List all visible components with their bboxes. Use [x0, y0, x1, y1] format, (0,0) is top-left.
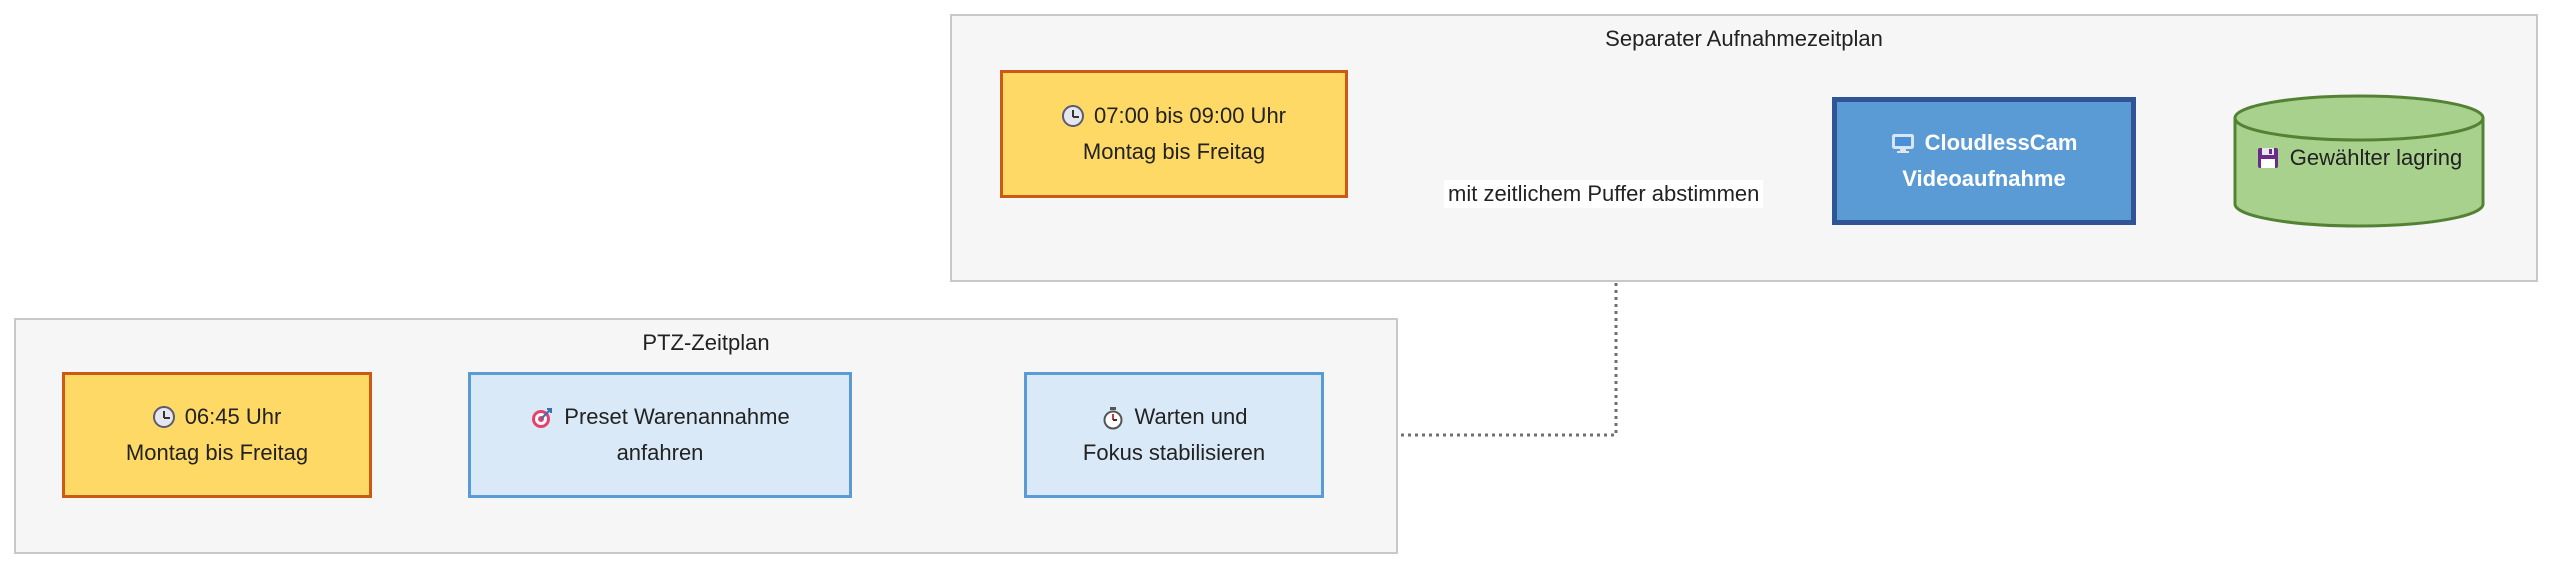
node-ptz-time-trigger[interactable]: 06:45 Uhr Montag bis Freitag	[62, 372, 372, 498]
node-text: 06:45 Uhr	[184, 404, 282, 429]
node-text: Videoaufnahme	[1902, 166, 2066, 191]
edge-label-sync-buffer: mit zeitlichem Puffer abstimmen	[1444, 180, 1764, 208]
node-text: Montag bis Freitag	[125, 440, 309, 465]
node-selected-storage[interactable]: Gewählter lagring	[2232, 92, 2486, 230]
clock-icon	[1061, 105, 1084, 127]
node-text: Fokus stabilisieren	[1082, 440, 1266, 465]
target-icon	[530, 405, 554, 429]
node-text: anfahren	[616, 440, 704, 465]
computer-icon	[1891, 131, 1915, 155]
stopwatch-icon	[1101, 405, 1125, 430]
floppy-disk-icon	[2256, 146, 2280, 170]
cylinder-shape	[2233, 94, 2485, 228]
clock-icon	[152, 406, 175, 428]
node-wait-focus[interactable]: Warten und Fokus stabilisieren	[1024, 372, 1324, 498]
node-text: Montag bis Freitag	[1082, 139, 1266, 164]
node-text: Gewählter lagring	[2289, 145, 2463, 170]
cluster-title-ptz: PTZ-Zeitplan	[642, 330, 770, 355]
node-preset-goods-receipt[interactable]: Preset Warenannahme anfahren	[468, 372, 852, 498]
cluster-title-recording: Separater Aufnahmezeitplan	[1605, 26, 1883, 51]
node-recording-time-trigger[interactable]: 07:00 bis 09:00 Uhr Montag bis Freitag	[1000, 70, 1348, 198]
node-text: Warten und	[1134, 404, 1248, 429]
node-text: CloudlessCam	[1924, 130, 2078, 155]
node-text: Preset Warenannahme	[564, 404, 790, 429]
node-cloudlesscam-recording[interactable]: CloudlessCam Videoaufnahme	[1832, 97, 2136, 225]
node-text: 07:00 bis 09:00 Uhr	[1093, 103, 1287, 128]
